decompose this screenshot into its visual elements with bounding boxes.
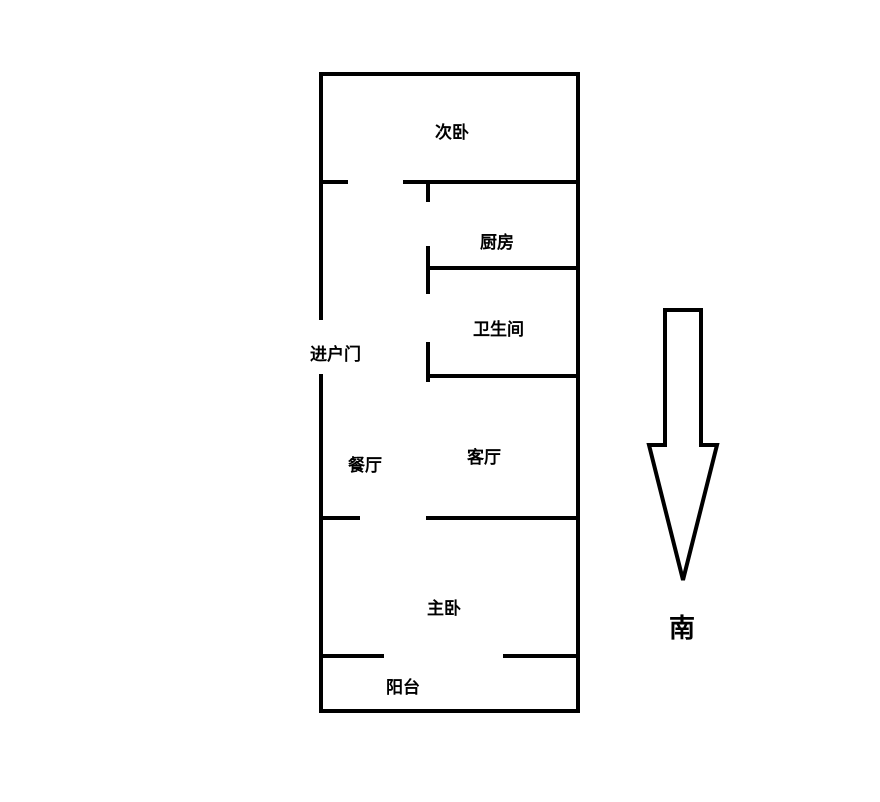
second-bedroom-label: 次卧 bbox=[435, 122, 469, 143]
compass-direction-label: 南 bbox=[669, 614, 695, 644]
compass: 南 bbox=[646, 308, 720, 644]
balcony-label: 阳台 bbox=[386, 677, 420, 698]
entrance-door-label: 进户门 bbox=[310, 344, 361, 365]
kitchen-label: 厨房 bbox=[480, 232, 514, 253]
bathroom-label: 卫生间 bbox=[473, 319, 524, 340]
interior-walls bbox=[319, 180, 578, 658]
dining-room-label: 餐厅 bbox=[348, 455, 382, 476]
south-arrow-icon bbox=[646, 308, 720, 581]
living-room-label: 客厅 bbox=[466, 447, 501, 468]
master-bedroom-label: 主卧 bbox=[427, 598, 461, 619]
